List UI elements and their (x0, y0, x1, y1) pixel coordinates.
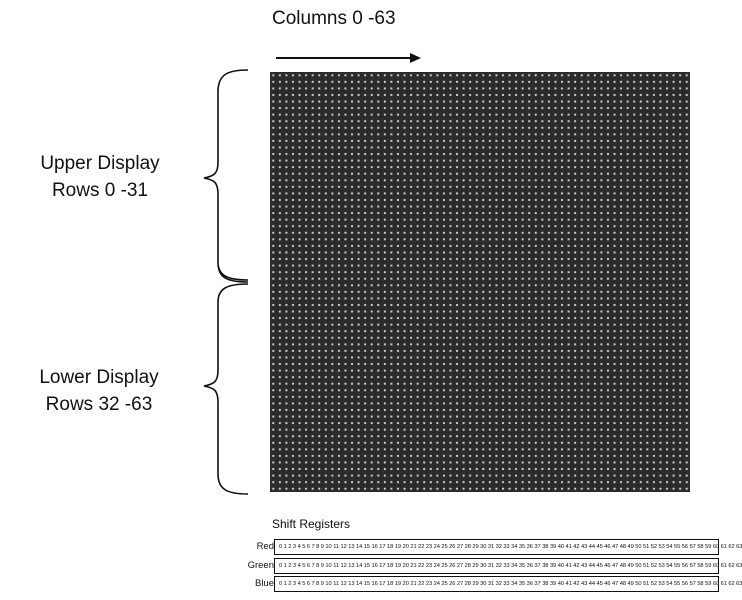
shift-registers-title: Shift Registers (272, 517, 351, 531)
columns-label: Columns 0 -63 (272, 8, 396, 29)
register-bits: 0 1 2 3 4 5 6 7 8 9 10 11 12 13 14 15 16… (279, 544, 742, 550)
register-name: Green (247, 560, 274, 571)
register-bits: 0 1 2 3 4 5 6 7 8 9 10 11 12 13 14 15 16… (279, 563, 742, 569)
shift-register-green: Green 0 1 2 3 4 5 6 7 8 9 10 11 12 13 14… (230, 558, 742, 574)
register-name: Red (256, 541, 274, 552)
register-box: 0 1 2 3 4 5 6 7 8 9 10 11 12 13 14 15 16… (274, 576, 742, 592)
register-bits: 0 1 2 3 4 5 6 7 8 9 10 11 12 13 14 15 16… (279, 581, 742, 587)
row-bracket (203, 69, 249, 495)
column-direction-arrow (276, 53, 421, 63)
register-box: 0 1 2 3 4 5 6 7 8 9 10 11 12 13 14 15 16… (274, 539, 742, 555)
shift-register-blue: Blue 0 1 2 3 4 5 6 7 8 9 10 11 12 13 14 … (230, 576, 742, 592)
register-box: 0 1 2 3 4 5 6 7 8 9 10 11 12 13 14 15 16… (274, 558, 742, 574)
upper-display-label: Upper Display Rows 0 -31 (20, 150, 180, 204)
led-matrix-panel (270, 72, 690, 492)
upper-display-rows: Rows 0 -31 (51, 180, 149, 201)
shift-register-red: Red 0 1 2 3 4 5 6 7 8 9 10 11 12 13 14 1… (230, 539, 742, 555)
lower-display-label: Lower Display Rows 32 -63 (14, 364, 184, 418)
register-name: Blue (254, 578, 274, 589)
lower-display-rows: Rows 32 -63 (45, 394, 153, 415)
upper-display-title: Upper Display (40, 153, 160, 174)
lower-display-title: Lower Display (39, 367, 159, 388)
